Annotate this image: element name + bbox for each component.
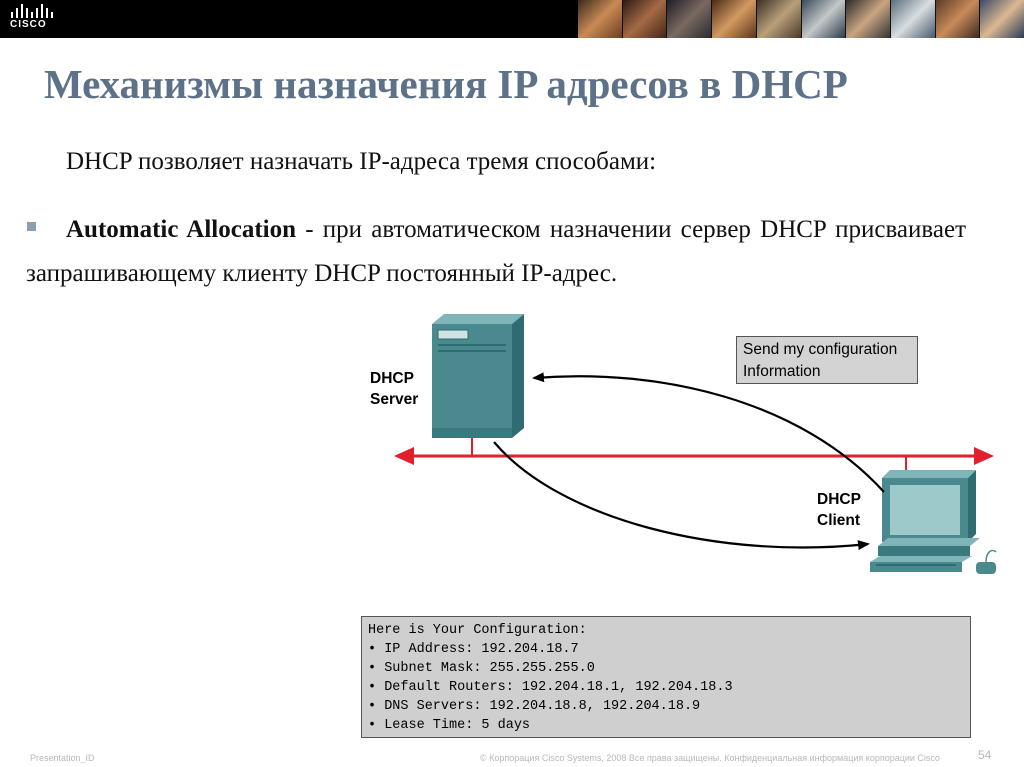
bullet-paragraph: Automatic Allocation - при автоматическо… — [26, 208, 966, 296]
configuration-callout: Here is Your Configuration: • IP Address… — [361, 616, 971, 738]
mouse-icon — [976, 562, 996, 574]
config-item: • Default Routers: 192.204.18.1, 192.204… — [368, 680, 733, 695]
photo — [846, 0, 891, 38]
network-segment — [394, 438, 994, 470]
photo — [935, 0, 981, 38]
people-photo-strip — [578, 0, 1024, 38]
client-label: DHCP Client — [817, 489, 861, 531]
footer-presentation-id: Presentation_ID — [30, 753, 95, 763]
network-right-arrow-icon — [974, 447, 994, 465]
config-item: • DNS Servers: 192.204.18.8, 192.204.18.… — [368, 699, 701, 714]
intro-text: DHCP позволяет назначать IP-адреса тремя… — [66, 148, 657, 175]
cisco-bridge-icon — [11, 4, 53, 18]
request-callout: Send my configuration Information — [736, 336, 918, 384]
server-label: DHCP Server — [370, 368, 418, 410]
client-label-line: Client — [817, 512, 861, 529]
network-left-arrow-icon — [394, 447, 414, 465]
photo — [980, 0, 1024, 38]
server-icon — [432, 314, 524, 438]
config-item: • Lease Time: 5 days — [368, 718, 531, 733]
config-item: • Subnet Mask: 255.255.255.0 — [368, 661, 595, 676]
photo — [756, 0, 802, 38]
photo — [712, 0, 757, 38]
client-computer-icon — [870, 470, 997, 574]
header-bar: CISCO — [0, 0, 1024, 38]
request-callout-line: Send my configuration — [743, 341, 898, 358]
photo — [667, 0, 713, 38]
photo — [622, 0, 668, 38]
photo — [801, 0, 847, 38]
photo — [890, 0, 936, 38]
request-arrow — [532, 372, 885, 493]
client-label-line: DHCP — [817, 491, 861, 508]
cisco-logo: CISCO — [8, 4, 64, 32]
cisco-wordmark: CISCO — [10, 19, 47, 30]
reply-arrow — [493, 441, 870, 551]
slide-title: Механизмы назначения IP адресов в DHCP — [44, 61, 848, 107]
config-heading: Here is Your Configuration: — [368, 623, 587, 638]
server-label-line: DHCP — [370, 370, 414, 387]
photo — [578, 0, 623, 38]
page-number: 54 — [978, 748, 992, 762]
bullet-text: - при автоматическом назначении сервер D… — [26, 216, 966, 287]
bullet-term: Automatic Allocation — [66, 216, 297, 243]
config-item: • IP Address: 192.204.18.7 — [368, 642, 579, 657]
request-callout-line: Information — [743, 363, 821, 380]
footer-copyright: © Корпорация Cisco Systems, 2008 Все пра… — [480, 753, 940, 763]
server-label-line: Server — [370, 391, 419, 408]
bullet-square-icon — [27, 222, 36, 231]
